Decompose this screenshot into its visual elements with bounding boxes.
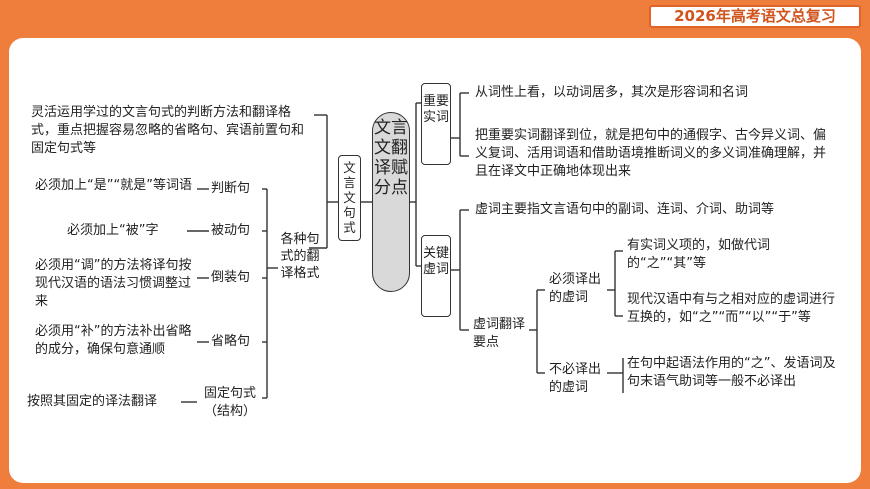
xuci-label: 关键虚词 [422, 246, 449, 277]
course-title-badge: 2026年高考语文总复习 [649, 5, 861, 28]
desc-inverted: 必须用“调”的方法将译句按现代汉语的语法习惯调整过来 [35, 258, 192, 309]
no-translate-label: 不必译出的虚词 [549, 362, 602, 395]
shici-point-1: 从词性上看，以动词居多，其次是形容词和名词 [475, 85, 749, 100]
left-intro-text: 灵活运用学过的文言句式的判断方法和翻译格式，重点把握容易忽略的省略句、宾语前置句… [31, 105, 305, 156]
sentence-type-omitted: 省略句 [211, 334, 251, 349]
must-translate-label: 必须译出的虚词 [549, 272, 602, 305]
sentence-type-passive: 被动句 [211, 223, 251, 238]
must-translate-point-1: 有实词义项的，如做代词的“之”“其”等 [627, 238, 771, 271]
left-branch-node [338, 155, 361, 241]
mindmap-card: 文言文翻译赋分点 文言文句式 灵活运用学过的文言句式的判断方法和翻译格式，重点把… [9, 38, 861, 483]
desc-fixed: 按照其固定的译法翻译 [27, 394, 158, 409]
central-topic-label: 文言文翻译赋分点 [374, 118, 408, 198]
must-translate-point-2: 现代汉语中有与之相对应的虚词进行互换的，如“之”“而”“以”“于”等 [627, 292, 836, 325]
central-topic-node [372, 112, 410, 292]
desc-passive: 必须加上“被”字 [67, 223, 159, 238]
desc-omitted: 必须用“补”的方法补出省略的成分，确保句意通顺 [35, 324, 192, 357]
no-translate-point: 在句中起语法作用的“之”、发语词及句末语气助词等一般不必译出 [627, 356, 836, 389]
shici-node [421, 83, 451, 165]
xuci-intro: 虚词主要指文言语句中的副词、连词、介词、助词等 [475, 202, 775, 217]
sentence-type-judgment: 判断句 [211, 181, 251, 196]
shici-label: 重要实词 [422, 94, 449, 125]
xuci-node [421, 235, 451, 317]
sentence-type-fixed: 固定句式（结构） [203, 386, 256, 419]
syntax-group-label: 各种句式的翻译格式 [280, 232, 320, 281]
desc-judgment: 必须加上“是”“就是”等词语 [35, 178, 192, 193]
left-branch-label: 文言文句式 [343, 160, 356, 235]
sentence-type-inverted: 倒装句 [211, 270, 251, 285]
xuci-subgroup-label: 虚词翻译要点 [473, 317, 526, 350]
connector-lines [181, 92, 624, 403]
shici-point-2: 把重要实词翻译到位，就是把句中的通假字、古今异义词、偏义复词、活用词语和借助语境… [475, 128, 827, 179]
